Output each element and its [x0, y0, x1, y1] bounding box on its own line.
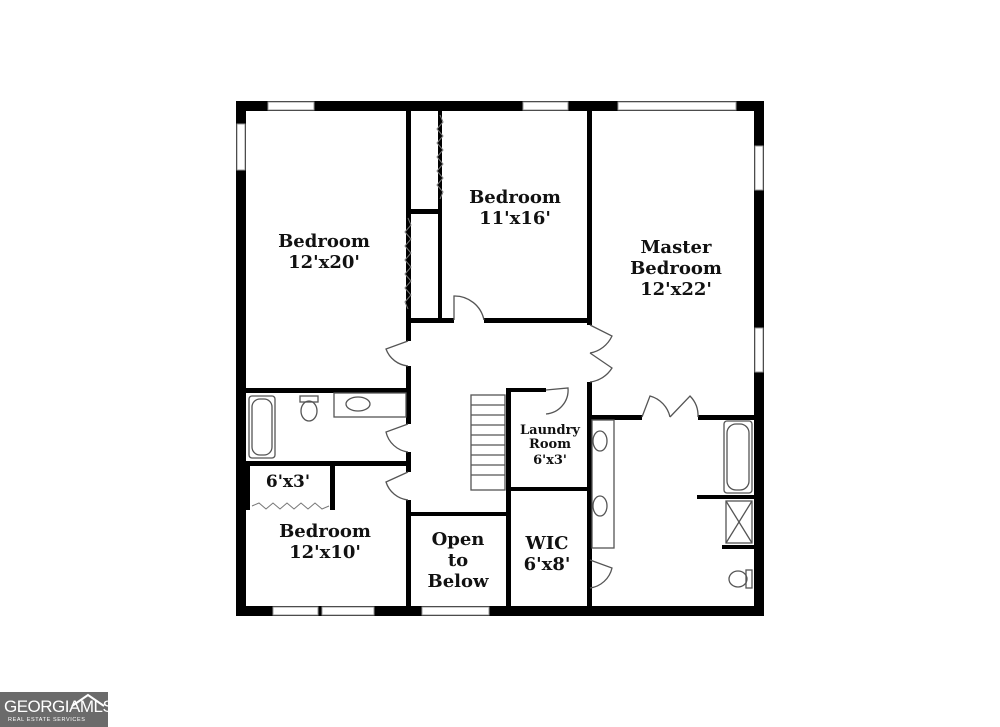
bedroom-bottom-size: 12'x10'	[289, 542, 361, 563]
bath-fixtures	[248, 392, 753, 589]
bedroom-left-size: 12'x20'	[288, 252, 360, 273]
laundry-name-line2: Room	[529, 437, 571, 452]
staircase	[470, 394, 506, 491]
master-name-line2: Bedroom	[630, 258, 722, 279]
interior-walls	[246, 111, 754, 606]
bedroom-left-name: Bedroom	[278, 231, 370, 252]
logo-subtitle: REAL ESTATE SERVICES	[8, 717, 86, 723]
doors	[385, 295, 699, 589]
bedroom-bottom-name: Bedroom	[279, 521, 371, 542]
georgia-mls-logo: GEORGIAMLS REAL ESTATE SERVICES	[0, 692, 114, 727]
bedroom-top-name: Bedroom	[469, 187, 561, 208]
house-roof-icon	[71, 693, 105, 707]
wic-name: WIC	[525, 533, 569, 554]
master-name-line1: Master	[641, 237, 712, 258]
bedroom-top-size: 11'x16'	[479, 208, 551, 229]
open-below-line2: to	[448, 550, 468, 571]
laundry-size: 6'x3'	[533, 453, 567, 468]
open-below-line1: Open	[432, 529, 485, 550]
closet-doors	[251, 114, 444, 510]
open-below-line3: Below	[427, 571, 489, 592]
logo-text: GEORGIAMLS	[4, 697, 114, 716]
windows	[236, 101, 764, 616]
master-size: 12'x22'	[640, 279, 712, 300]
wic-size: 6'x8'	[524, 554, 571, 575]
laundry-name-line1: Laundry	[520, 423, 580, 438]
closet-small-size: 6'x3'	[266, 472, 310, 492]
